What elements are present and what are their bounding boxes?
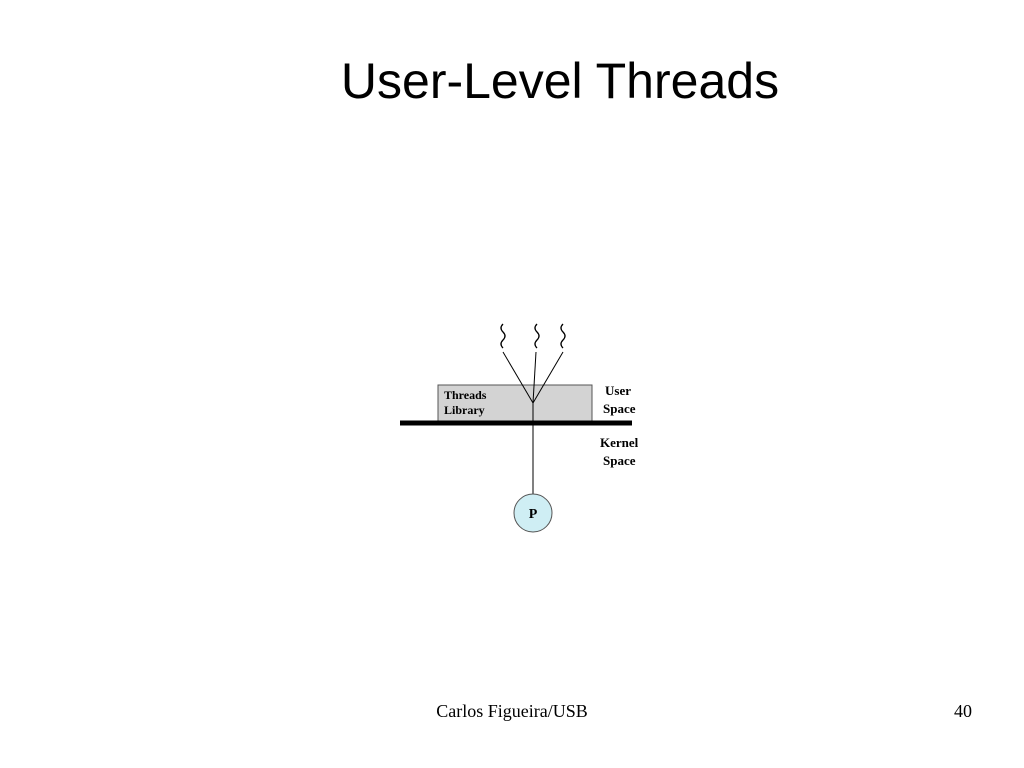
thread-icon-2 [534,323,540,349]
process-label: P [529,507,538,522]
threads-library-label-line2: Library [444,403,485,417]
kernel-space-label-line1: Kernel [600,435,639,450]
slide-title: User-Level Threads [340,53,780,109]
kernel-space-label-line2: Space [603,453,636,468]
page-number: 40 [954,701,972,721]
thread-connector-1 [502,351,534,404]
thread-connector-2 [532,351,537,404]
thread-icon-3 [560,323,566,349]
thread-connector-3 [532,351,564,404]
threads-library-box [437,384,593,423]
process-circle [513,493,553,533]
thread-icon-1 [500,323,506,349]
user-space-label-line2: Space [603,401,636,416]
user-space-label-line1: User [605,383,631,398]
threads-library-label-line1: Threads [444,388,487,402]
footer-author: Carlos Figueira/USB [436,701,588,721]
